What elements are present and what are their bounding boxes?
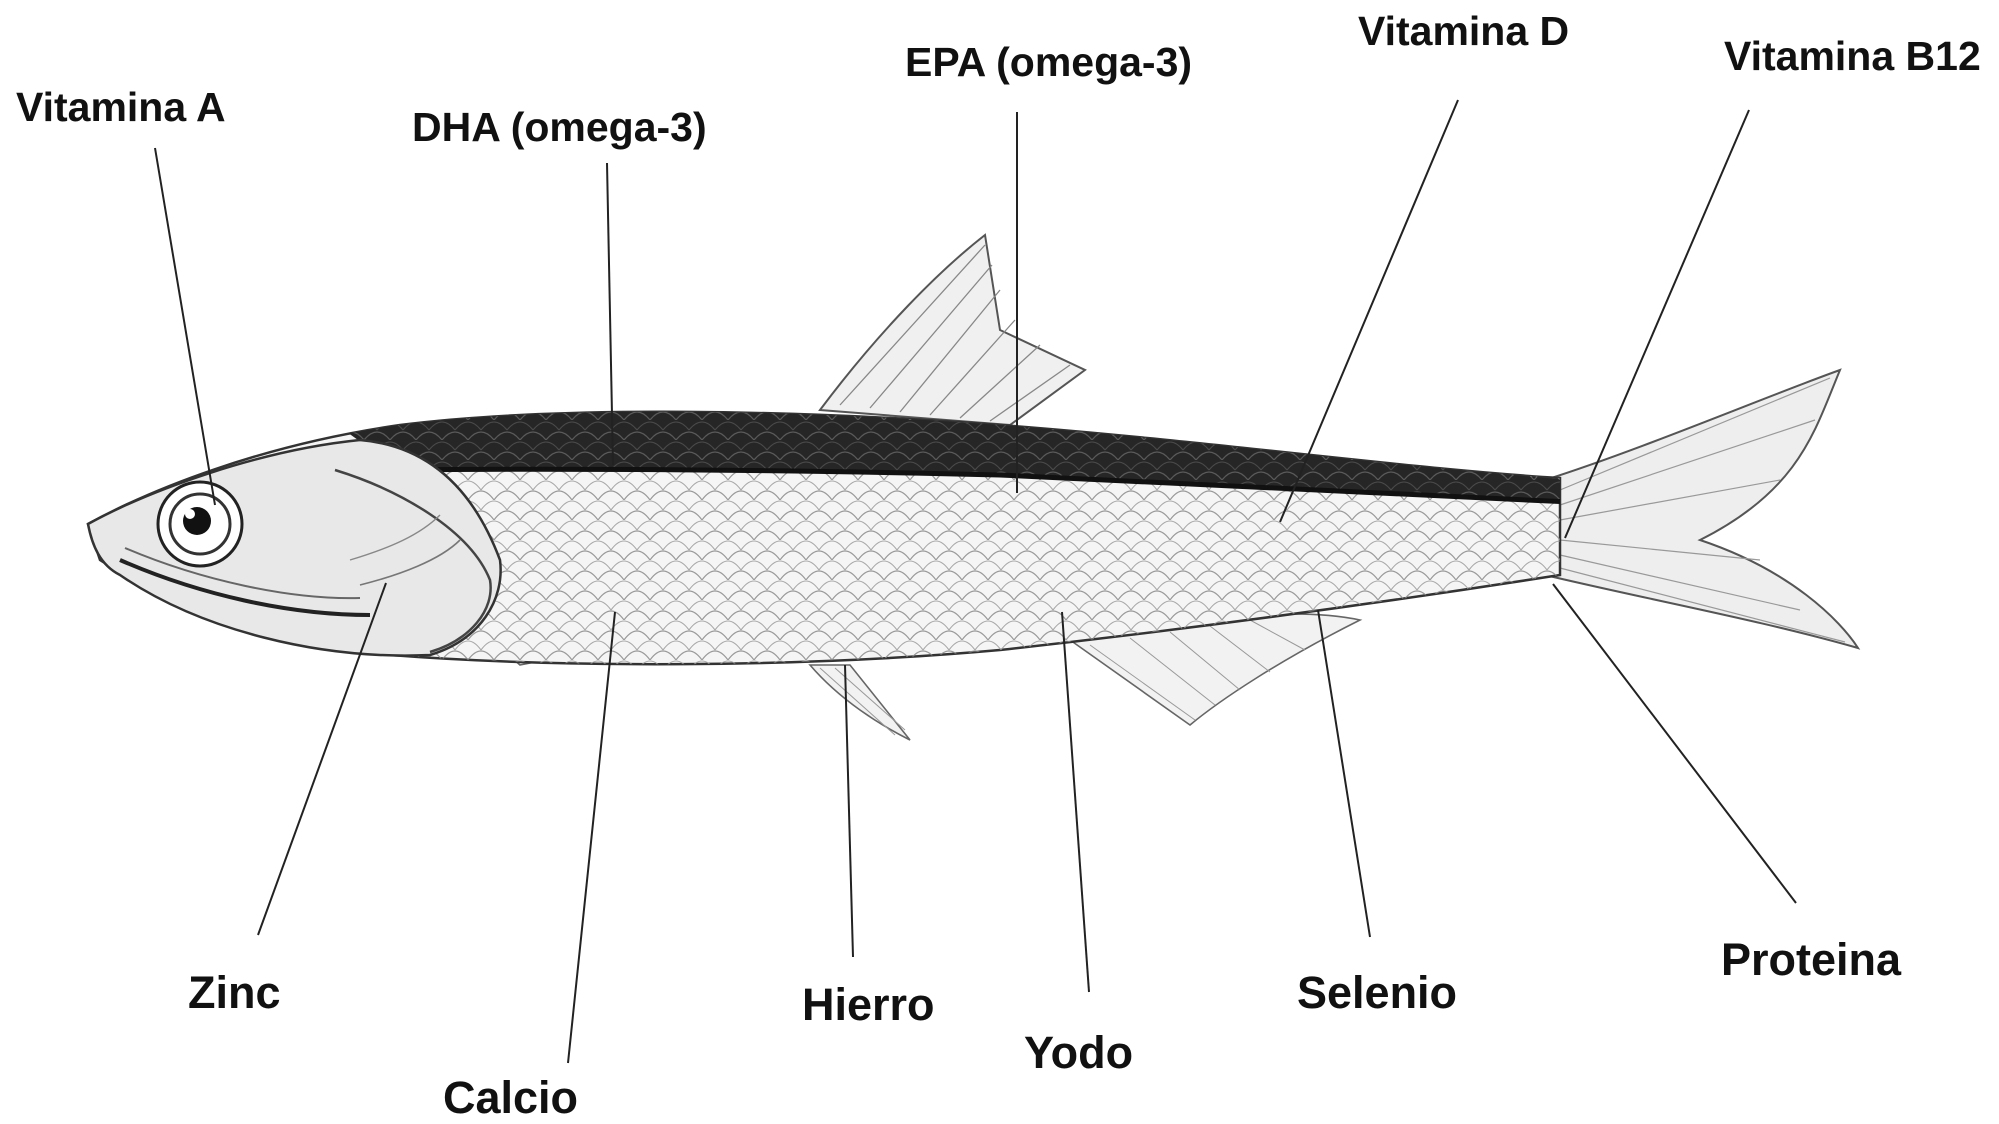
label-calcio: Calcio [443,1072,578,1123]
label-vitamina-d: Vitamina D [1358,8,1569,54]
fish-eye [158,482,242,566]
leader-vitamina-d [1280,100,1458,522]
leader-calcio [568,612,615,1063]
label-hierro: Hierro [802,979,935,1030]
tail-fin [1545,370,1858,648]
leader-vitamina-a [155,148,215,505]
label-vitamina-a: Vitamina A [16,84,226,130]
label-dha: DHA (omega-3) [412,104,707,150]
label-zinc: Zinc [188,967,281,1018]
leader-yodo [1062,612,1089,992]
ventral-fin [810,665,910,740]
dorsal-fin [820,235,1085,425]
label-epa: EPA (omega-3) [905,39,1192,85]
label-selenio: Selenio [1297,967,1457,1018]
leader-hierro [845,665,853,957]
fish-head [88,440,501,656]
label-vitamina-b12: Vitamina B12 [1724,33,1981,79]
label-proteina: Proteina [1721,934,1902,985]
label-yodo: Yodo [1024,1027,1133,1078]
leader-selenio [1318,610,1370,937]
leader-proteina [1553,584,1796,903]
